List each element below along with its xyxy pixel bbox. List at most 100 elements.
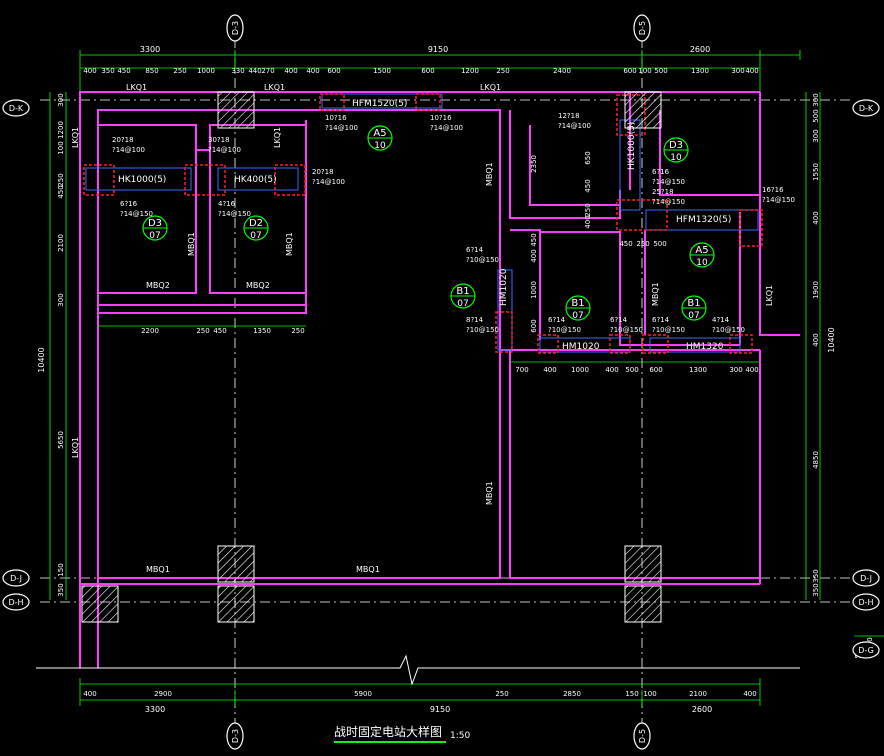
dim-right-vert: 400 [530,249,538,262]
axis-label: D-3 [231,21,240,35]
rebar-note: 20?18 [312,168,334,176]
column-outlines [83,93,763,354]
dim-right: 1900 [812,281,820,299]
top-dimension-lines [79,50,801,95]
label-mbq1: MBQ1 [356,565,380,574]
label-lkq1: LKQ1 [264,83,285,92]
dim-top-9150: 9150 [428,45,448,54]
marker-bottom: 07 [688,311,699,321]
dim-left: 150 [57,563,65,576]
rebar-note: ?14@100 [430,124,463,132]
door-label: HK1000(5) [627,122,637,170]
dim-bottom-detail: 400 [743,690,756,698]
bottom-dimension-lines [79,678,761,706]
dim-right-block: 300 [729,366,742,374]
axis-label: D-J [860,574,872,583]
dim-top-detail: 300 [731,67,744,75]
marker-bottom: 07 [457,299,468,309]
dim-right: 400 [812,211,820,224]
rebar-note: 6?16 [120,200,138,208]
door-label: HM1020 [562,342,600,352]
dim-right-vert: 450 [530,233,538,246]
rebar-note: ?14@150 [652,198,685,206]
dim-top-detail: 1500 [373,67,391,75]
dim-bottom-detail: 2100 [689,690,707,698]
marker-top: B1 [571,298,584,309]
label-lkq1: LKQ1 [480,83,501,92]
axis-bubble: D-H [852,593,880,611]
dim-left: 250 [57,173,65,186]
dim-top-detail: 400 [83,67,96,75]
dim-right: 1550 [812,163,820,181]
rebar-notes: 10?16?14@10010?16?14@10012?18?14@10020?1… [112,112,795,334]
dim-right-vert: 650 [584,151,592,164]
rebar-note: 6?14 [548,316,566,324]
dim-top-2600: 2600 [690,45,710,54]
label-lkq1: LKQ1 [765,285,774,306]
dim-top-detail: 330 [231,67,244,75]
dim-right: 500 [812,109,820,122]
axis-label: D-3 [231,729,240,743]
dim-top-detail: 600 [327,67,340,75]
marker-top: A5 [695,245,708,256]
dim-left: 2100 [57,234,65,252]
dim-left: 100 [57,141,65,154]
dim-top-detail: 2400 [553,67,571,75]
dim-bottom-detail: 2900 [154,690,172,698]
axis-bubble: D-G [852,641,880,659]
axis-bubble: D-3 [226,722,244,750]
dim-bottom-detail: 250 [495,690,508,698]
axis-bubble: D-3 [226,14,244,42]
dim-top-detail: 270 [261,67,274,75]
axis-bubble: D-H [2,593,30,611]
label-lkq1: LKQ1 [126,83,147,92]
dim-left: 1200 [57,121,65,139]
dim-left: 450 [57,185,65,198]
rebar-note: ?14@150 [652,178,685,186]
column-hatch [624,545,662,583]
rebar-note: ?10@150 [712,326,745,334]
door-label: HFM1520(5) [352,99,407,109]
door-labels: HFM1520(5) HK1000(5) HK400(5) HK1000(5) … [118,99,731,352]
rebar-note: 12?18 [558,112,580,120]
dim-top-detail: 600 [623,67,636,75]
dim-bottom-detail: 2850 [563,690,581,698]
dim-top-detail: 350 [101,67,114,75]
dim-right-block: 600 [649,366,662,374]
axis-bubble: D-K [852,99,880,117]
door-label: HM1320 [686,342,724,352]
door-label: HK400(5) [234,175,277,185]
rebar-note: 8?14 [466,316,484,324]
rebar-note: 10?16 [325,114,347,122]
dim-room-mid: 1350 [253,327,271,335]
column-hatch [217,91,255,129]
dim-top-detail: 1300 [691,67,709,75]
top-overall-dims: 3300 9150 2600 [140,45,710,54]
dim-right-vert: 600 [530,319,538,332]
drawing-title: 战时固定电站大样图 [334,724,442,739]
rebar-note: ?14@100 [558,122,591,130]
dim-room-mid: 450 [213,327,226,335]
rebar-note: 4?16 [218,200,236,208]
marker-bottom: 07 [572,311,583,321]
axis-label: D-5 [638,729,647,743]
axis-bubble: D-K [2,99,30,117]
dim-right-block: 400 [605,366,618,374]
axis-bubble: D-J [852,569,880,587]
dim-left-total: 10400 [37,347,46,372]
label-mbq1: MBQ1 [187,232,196,256]
dim-top-detail: 850 [145,67,158,75]
label-mbq1: MBQ1 [485,481,494,505]
dim-top-detail: 100 [638,67,651,75]
bottom-overall-dims: 3300 9150 2600 [145,705,712,714]
rebar-note: ?14@150 [762,196,795,204]
